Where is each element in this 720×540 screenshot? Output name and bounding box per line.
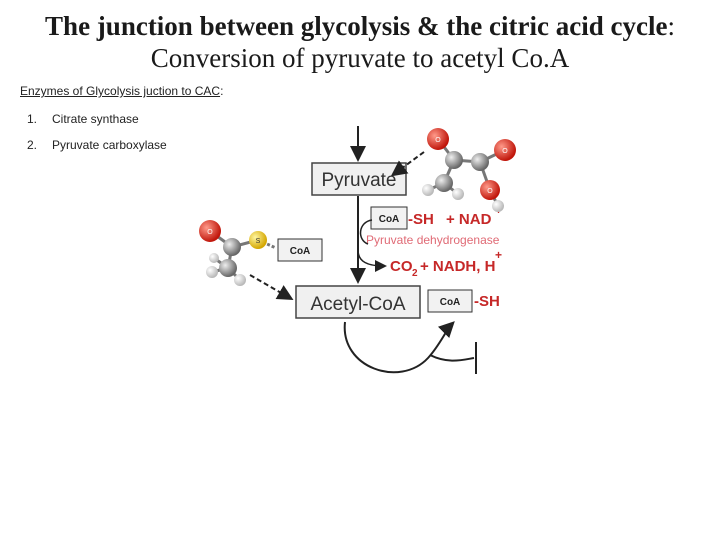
list-item: 1. Citrate synthase (27, 112, 167, 138)
nad-label: + NAD (446, 211, 492, 228)
acetyl-molecule-image: O S (199, 220, 277, 286)
co2-label: CO (390, 258, 413, 275)
slide-title: The junction between glycolysis & the ci… (0, 10, 720, 74)
enzyme-list: 1. Citrate synthase 2. Pyruvate carboxyl… (27, 112, 167, 164)
output-curve-arrow (357, 249, 387, 272)
list-text: Citrate synthase (52, 112, 139, 126)
sulfur-atom-label: S (256, 238, 261, 245)
subheading-text: Enzymes of Glycolysis juction to CAC (20, 84, 221, 98)
acetyl-coa-label: Acetyl-CoA (310, 294, 405, 315)
subheading-colon: : (220, 84, 224, 98)
coa-sh-input: CoA -SH + NAD + (370, 203, 502, 230)
pyruvate-conversion-diagram: Pyruvate CoA -SH + NAD + Pyruvate dehydr… (199, 126, 516, 374)
pyruvate-molecule-image: O O O (422, 128, 516, 212)
co2-nadh-output: CO 2 + NADH, H + (390, 248, 502, 279)
oxygen-atom-label: O (435, 137, 441, 144)
coa-sh-lower: CoA -SH (427, 289, 500, 313)
acetyl-coa-box: Acetyl-CoA (295, 285, 421, 319)
oxygen-atom-label: O (487, 188, 493, 195)
pyruvate-box: Pyruvate (311, 162, 407, 196)
coa-label-lower: CoA (440, 297, 461, 308)
title-bold-text: The junction between glycolysis & the ci… (45, 11, 668, 41)
pyruvate-label: Pyruvate (322, 170, 397, 191)
list-number: 1. (27, 112, 38, 126)
sh-label-upper: -SH (408, 211, 434, 228)
list-text: Pyruvate carboxylase (52, 138, 167, 152)
title-line-2: Conversion of pyruvate to acetyl Co.A (150, 43, 570, 73)
sh-label-lower: -SH (474, 293, 500, 310)
co2-subscript: 2 (412, 268, 418, 279)
nadh-label: + NADH, H (420, 258, 495, 275)
h-plus-sign: + (495, 248, 502, 262)
subheading: Enzymes of Glycolysis juction to CAC: (20, 84, 223, 98)
pyruvate-molecule-arrow (390, 151, 425, 177)
enzyme-label: Pyruvate dehydrogenase (366, 233, 500, 247)
list-number: 2. (27, 138, 38, 152)
oxygen-atom-label: O (502, 148, 508, 155)
cycle-arrow (343, 321, 455, 374)
branch-arrow (429, 354, 475, 362)
title-colon: : (667, 11, 675, 41)
title-line-1: The junction between glycolysis & the ci… (0, 10, 720, 42)
list-item: 2. Pyruvate carboxylase (27, 138, 167, 164)
input-curve-arrow (359, 219, 373, 245)
coa-label-left: CoA (290, 246, 311, 257)
acetyl-molecule-arrow (249, 274, 294, 300)
oxygen-atom-label: O (207, 229, 213, 236)
coa-label-upper: CoA (379, 214, 400, 225)
coa-box-left: CoA (277, 238, 323, 262)
